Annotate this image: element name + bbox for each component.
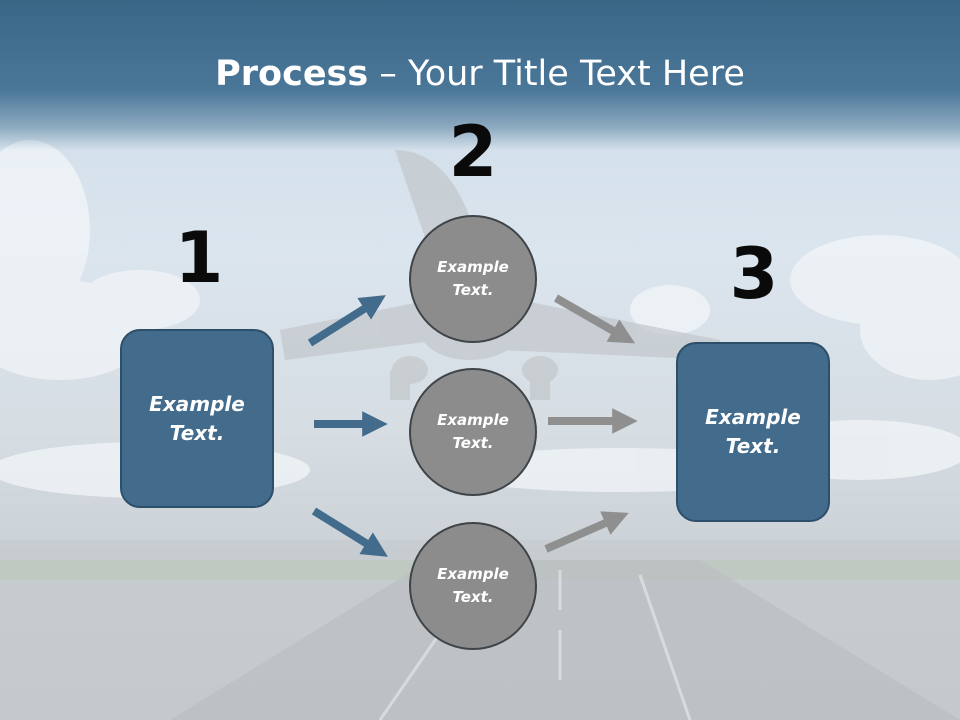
- circle-bottom-line2: Text.: [452, 588, 494, 606]
- slide-title: Process – Your Title Text Here: [0, 50, 960, 98]
- circle-top-line1: Example: [437, 258, 509, 276]
- circle-middle-line2: Text.: [452, 434, 494, 452]
- arrow-left-to-top: [307, 295, 386, 347]
- end-box-line2: Text.: [725, 434, 781, 458]
- circle-middle-line1: Example: [437, 411, 509, 429]
- circle-top-line2: Text.: [452, 281, 494, 299]
- start-box-line2: Text.: [169, 420, 225, 445]
- title-bar: [0, 0, 960, 150]
- arrow-bottom-to-right: [544, 511, 629, 553]
- title-rest: – Your Title Text Here: [368, 54, 745, 94]
- title-bold: Process: [215, 54, 369, 94]
- end-box-line1: Example: [705, 405, 801, 429]
- step-number-1: 1: [174, 217, 224, 299]
- start-box-line1: Example: [149, 391, 245, 416]
- step-number-3: 3: [729, 233, 779, 315]
- circle-bottom-line1: Example: [437, 565, 509, 583]
- arrow-top-to-right: [554, 294, 636, 344]
- step-number-2: 2: [448, 111, 498, 193]
- arrow-left-to-bottom: [311, 507, 388, 557]
